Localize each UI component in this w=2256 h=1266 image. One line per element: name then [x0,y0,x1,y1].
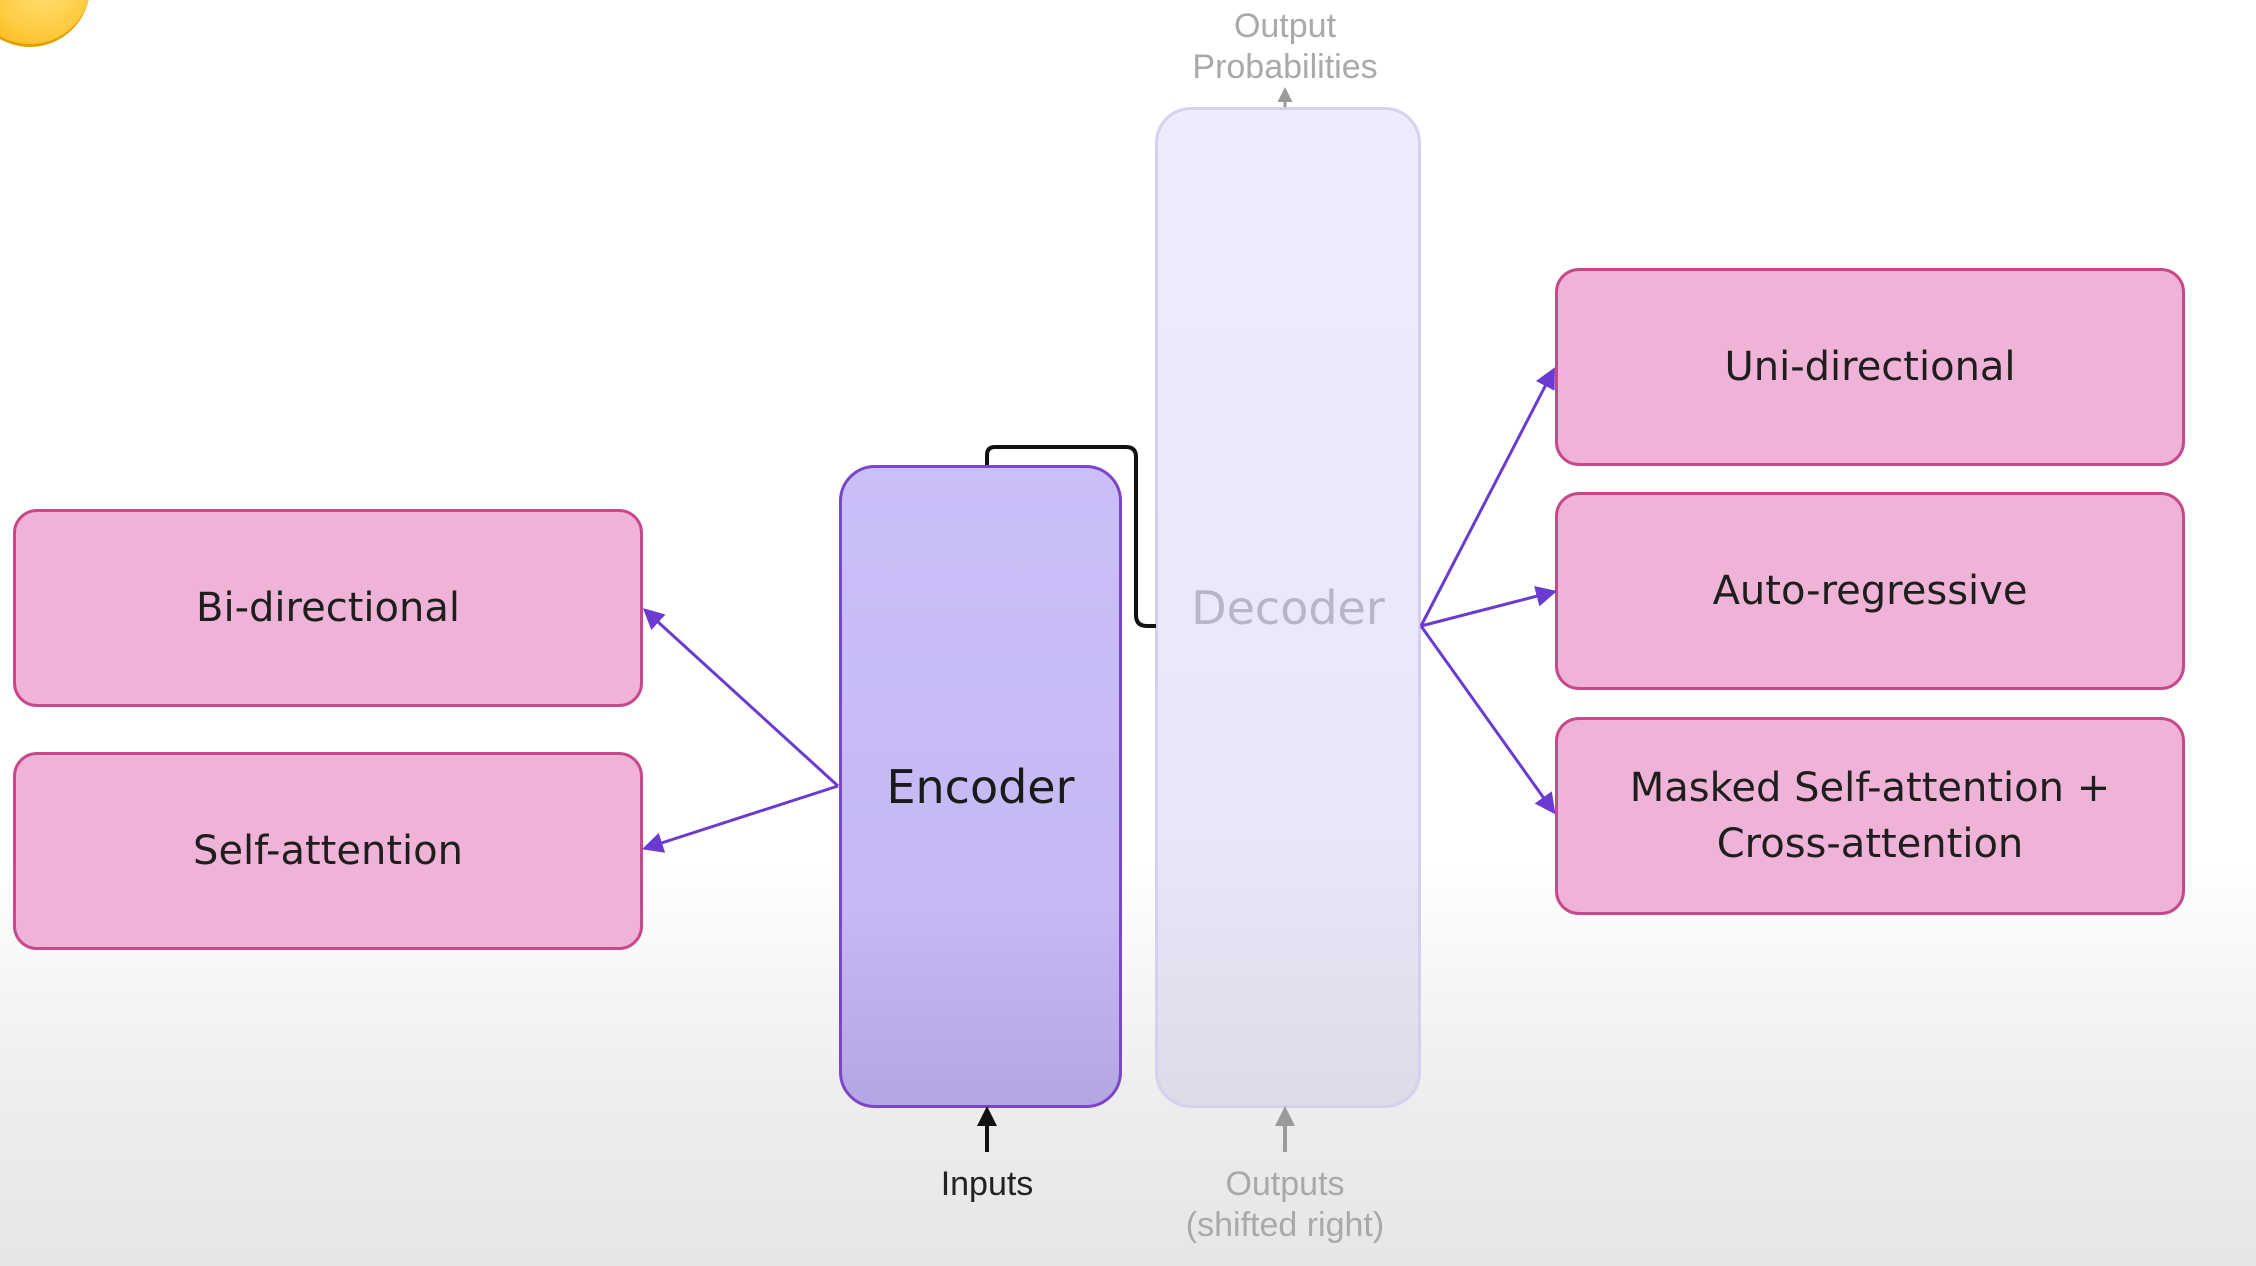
masked-cross-attention-box: Masked Self-attention + Cross-attention [1555,717,2185,915]
masked-cross-attention-label: Masked Self-attention + Cross-attention [1629,765,2111,867]
decoder-to-masked-cross-attention-arrow [1419,625,1556,815]
encoder-label: Encoder [886,759,1075,814]
decoder-label: Decoder [1191,580,1385,635]
bi-directional-label: Bi-directional [196,585,460,631]
output-probabilities-label: Output Probabilities [1192,7,1378,86]
auto-regressive-label: Auto-regressive [1712,568,2028,614]
decoder-to-auto-regressive-arrow [1420,586,1558,628]
uni-directional-label: Uni-directional [1724,344,2016,390]
encoder-block: Encoder [839,465,1122,1108]
encoder-to-bi-directional-arrow [642,608,840,788]
self-attention-box: Self-attention [13,752,643,950]
decoder-to-uni-directional-arrow [1419,367,1555,627]
encoder-to-self-attention-arrow [642,784,839,853]
self-attention-label: Self-attention [193,828,463,874]
encoder-decoder-connector [985,445,1156,628]
auto-regressive-box: Auto-regressive [1555,492,2185,690]
outputs-label: Outputs (shifted right) [1185,1165,1385,1244]
decoder-block: Decoder [1155,107,1421,1108]
uni-directional-box: Uni-directional [1555,268,2185,466]
bi-directional-box: Bi-directional [13,509,643,707]
inputs-label: Inputs [940,1165,1034,1203]
